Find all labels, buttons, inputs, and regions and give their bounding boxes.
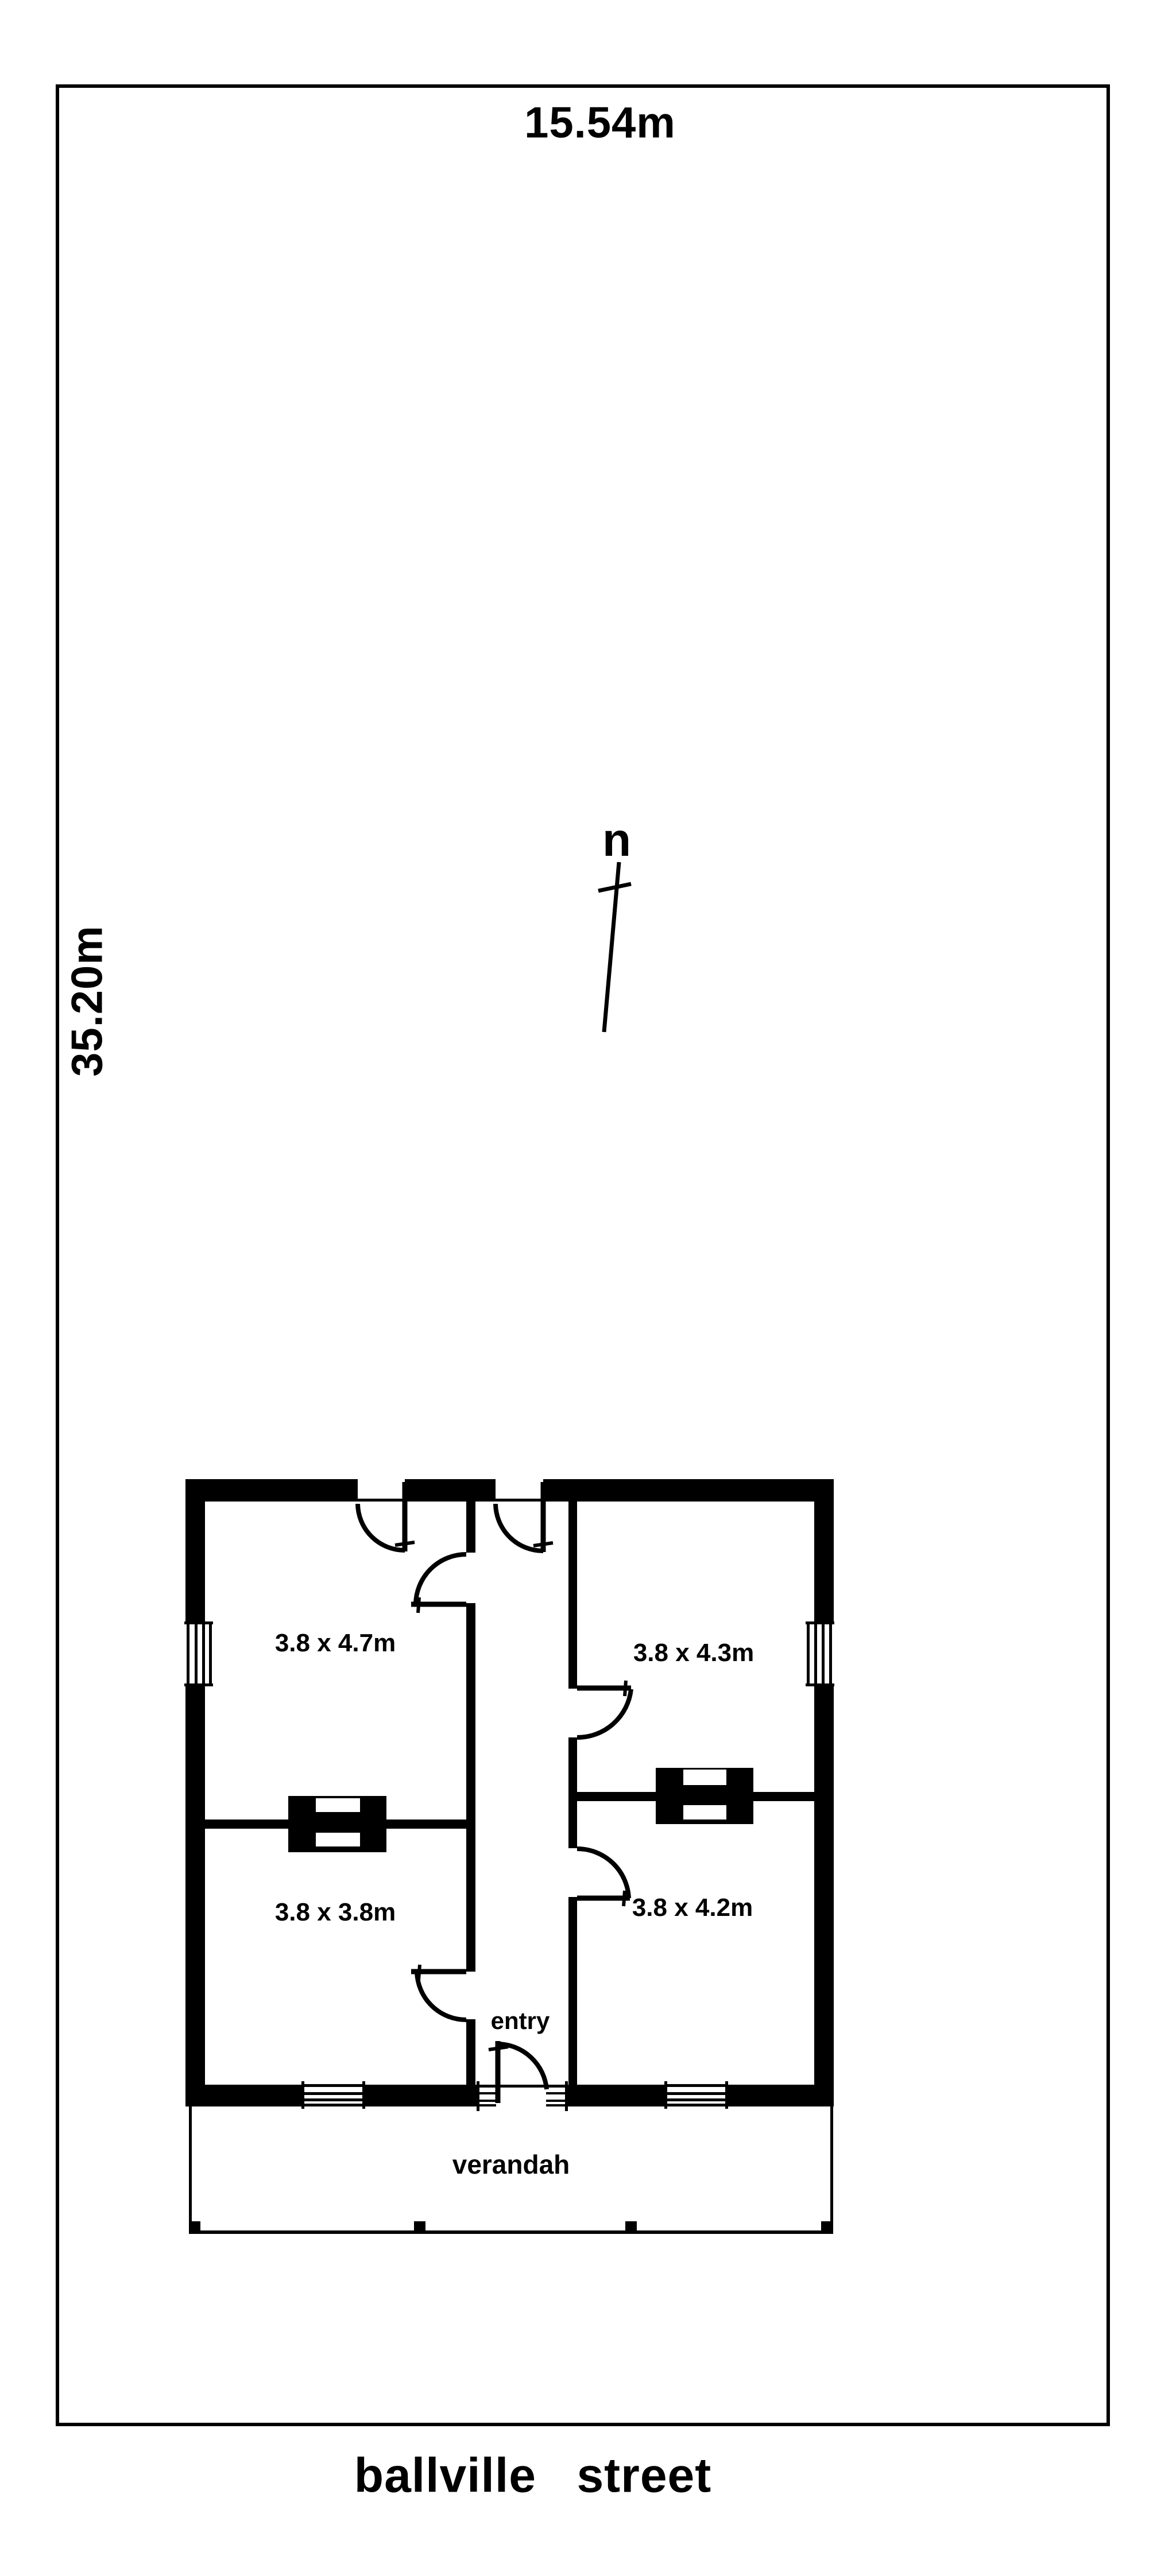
hall-wall-right-mid [568, 1737, 577, 1848]
threshold-top-hall-door [496, 1499, 543, 1502]
verandah-edge-left [189, 2106, 192, 2233]
verandah-post [414, 2221, 425, 2230]
room-label-bottom-left: 3.8 x 3.8m [274, 1898, 396, 1926]
north-label: n [602, 814, 632, 866]
verandah-label: verandah [452, 2150, 570, 2179]
hall-wall-right-upper [568, 1502, 577, 1689]
room-label-top-right: 3.8 x 4.3m [633, 1639, 755, 1667]
fireplace-left-hearth-top [316, 1798, 360, 1812]
wall-right [814, 1479, 834, 2106]
verandah-edge-right [830, 2106, 833, 2233]
fireplace-right-hearth-bottom [683, 1805, 726, 1820]
room-label-bottom-right: 3.8 x 4.2m [632, 1894, 753, 1922]
threshold-top-left-door [358, 1499, 405, 1502]
window-opening-bottom-left [303, 2085, 363, 2106]
entry-label: entry [490, 2007, 550, 2034]
fireplace-right [656, 1768, 753, 1824]
hall-wall-left-mid [466, 1603, 475, 1972]
verandah-post [625, 2221, 637, 2230]
room-label-top-left: 3.8 x 4.7m [274, 1629, 396, 1657]
lot-width-dimension: 15.54m [524, 98, 676, 148]
door-opening-top-left [358, 1479, 405, 1502]
window-opening-bottom-right [666, 2085, 726, 2106]
verandah-edge-bottom [189, 2230, 833, 2234]
lot-depth-dimension: 35.20m [63, 925, 112, 1077]
fireplace-right-hearth-top [683, 1770, 726, 1785]
fireplace-left-hearth-bottom [316, 1833, 360, 1846]
fireplace-left [288, 1796, 386, 1852]
hall-wall-right-lower [568, 1897, 577, 2085]
street-name: ballville street [354, 2448, 712, 2503]
hall-wall-left-lower [466, 2019, 475, 2085]
verandah-post [189, 2221, 200, 2230]
door-opening-top-hall [496, 1479, 543, 1502]
entry-opening [478, 2085, 567, 2106]
property-boundary [56, 84, 1110, 2426]
verandah-post [821, 2221, 833, 2230]
wall-left [185, 1479, 205, 2106]
hall-wall-left-upper [466, 1502, 475, 1553]
